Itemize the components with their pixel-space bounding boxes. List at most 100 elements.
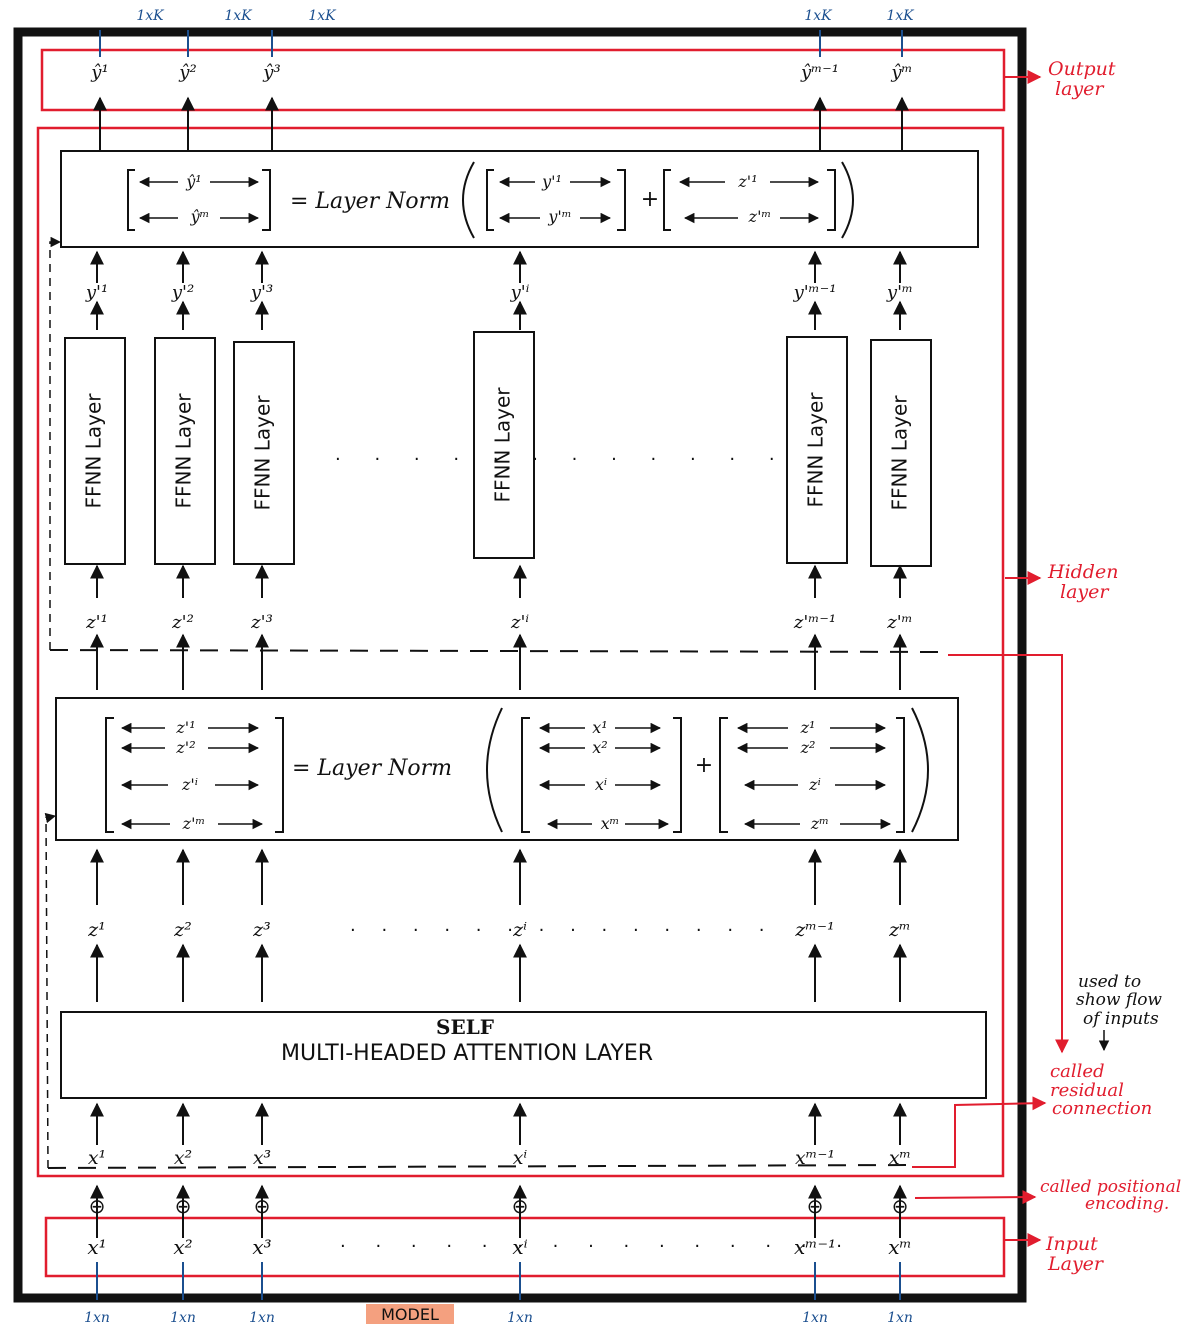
ellipsis-z: · · · · · · · · · · · · · ·: [350, 920, 775, 941]
ellipsis-input: · · · · · · · · · · · · · · ·: [340, 1236, 854, 1257]
y-prime-token: y'³: [250, 282, 273, 303]
output-token: ŷ³: [262, 62, 280, 83]
positional-plus-icon: ⊕: [254, 1194, 271, 1218]
z-prime-token: z'ⁱ: [510, 612, 529, 633]
y-prime-token: y'²: [171, 282, 194, 303]
ffnn-layer-box: [154, 337, 216, 565]
z-token: zᵐ⁻¹: [794, 919, 834, 941]
z-prime-token: z'²: [171, 612, 194, 633]
z-token: z¹: [87, 919, 106, 941]
positional-plus-icon: ⊕: [89, 1194, 106, 1218]
svg-text:z'ᵐ: z'ᵐ: [748, 207, 772, 226]
z-token: z²: [173, 919, 192, 941]
input-dim-label: 1xn: [249, 1310, 275, 1326]
x-token: x²: [174, 1147, 192, 1169]
ffnn-layer-label: FFNN Layer: [491, 387, 515, 503]
positional-plus-icon: ⊕: [892, 1194, 909, 1218]
attention-box: [60, 1011, 987, 1099]
input-token: x³: [252, 1235, 271, 1259]
positional-plus-icon: ⊕: [175, 1194, 192, 1218]
output-dim-label: 1xK: [886, 8, 915, 24]
svg-text:= Layer Norm: = Layer Norm: [290, 189, 450, 214]
input-dim-label: 1xn: [507, 1310, 533, 1326]
input-token: x¹: [87, 1235, 106, 1259]
model-label-bg: [366, 1304, 454, 1324]
z-token: z³: [252, 919, 271, 941]
y-prime-token: y'¹: [85, 282, 108, 303]
residual-top-dashed: [49, 649, 946, 653]
x-token: xᵐ: [889, 1147, 911, 1169]
input-token: xⁱ: [512, 1235, 527, 1259]
ffnn-layer-label: FFNN Layer: [804, 392, 828, 508]
z-prime-token: z'¹: [85, 612, 108, 633]
positional-plus-icon: ⊕: [512, 1194, 529, 1218]
output-token: ŷᵐ⁻¹: [800, 62, 839, 83]
input-token: xᵐ⁻¹: [794, 1235, 836, 1259]
norm-mid-equation: z'¹ z'² z'ⁱ z'ᵐ = Layer Norm x¹ x² xⁱ xᵐ…: [105, 707, 929, 833]
positional-plus-icon: ⊕: [807, 1194, 824, 1218]
y-prime-token: y'ᵐ: [886, 282, 913, 303]
residual-bottom-dashed: [47, 1164, 911, 1169]
x-token: x³: [253, 1147, 271, 1169]
z-prime-token: z'ᵐ⁻¹: [793, 612, 836, 633]
residual-red-connector-2: [912, 1096, 1047, 1168]
z-token: zⁱ: [512, 919, 527, 941]
output-dim-label: 1xK: [804, 8, 833, 24]
y-prime-token: y'ᵐ⁻¹: [793, 282, 837, 303]
svg-text:ŷ¹: ŷ¹: [185, 172, 201, 191]
svg-text:z'¹: z'¹: [175, 718, 195, 737]
layer-norm-mid-box: [55, 697, 959, 841]
svg-text:z'ⁱ: z'ⁱ: [181, 775, 198, 794]
svg-text:zⁱ: zⁱ: [808, 775, 821, 794]
layer-norm-top-box: [60, 150, 979, 248]
input-dim-label: 1xn: [170, 1310, 196, 1326]
ffnn-layer-box: [473, 331, 535, 559]
attention-layer-label: MULTI-HEADED ATTENTION LAYER: [281, 1041, 653, 1066]
x-token: xᵐ⁻¹: [795, 1147, 835, 1169]
ffnn-layer-box: [64, 337, 126, 565]
svg-text:zᵐ: zᵐ: [810, 814, 829, 833]
norm-top-equation: ŷ¹ ŷᵐ = Layer Norm y'¹ y'ᵐ + z'¹ z'ᵐ: [127, 161, 854, 239]
z-token: zᵐ: [888, 919, 911, 941]
ffnn-layer-label: FFNN Layer: [888, 395, 912, 511]
ffnn-layer-box: [233, 341, 295, 565]
input-dim-label: 1xn: [887, 1310, 913, 1326]
input-layer-box: [44, 1216, 1006, 1278]
input-dim-label: 1xn: [84, 1310, 110, 1326]
z-prime-token: z'³: [250, 612, 273, 633]
ffnn-layer-box: [786, 336, 848, 564]
output-token: ŷᵐ: [890, 62, 912, 83]
svg-text:xᵐ: xᵐ: [601, 814, 620, 833]
output-dim-label: 1xK: [224, 8, 253, 24]
output-token: ŷ²: [178, 62, 196, 83]
output-token: ŷ¹: [90, 62, 108, 83]
residual-bottom-vertical: [44, 812, 57, 1169]
hidden-layer-box: [36, 126, 1005, 1178]
svg-text:+: +: [641, 187, 659, 212]
residual-red-connector: [948, 654, 1069, 1054]
svg-text:= Layer Norm: = Layer Norm: [292, 756, 452, 781]
ffnn-layer-label: FFNN Layer: [172, 393, 196, 509]
output-dim-label: 1xK: [308, 8, 337, 24]
model-label: MODEL: [381, 1305, 439, 1324]
svg-text:x²: x²: [592, 738, 607, 757]
x-token: xⁱ: [513, 1147, 528, 1169]
output-layer-box: [40, 48, 1006, 112]
svg-text:z²: z²: [800, 738, 816, 757]
input-dim-label: 1xn: [802, 1310, 828, 1326]
svg-text:xⁱ: xⁱ: [595, 775, 607, 794]
svg-text:z'²: z'²: [175, 738, 195, 757]
z-prime-token: z'ᵐ: [886, 612, 912, 633]
svg-text:+: +: [695, 753, 713, 778]
ellipsis-ffnn: · · · · · · · · · · · ·: [335, 449, 789, 470]
svg-text:z'¹: z'¹: [737, 172, 757, 191]
ffnn-layer-label: FFNN Layer: [82, 393, 106, 509]
ffnn-layer-label: FFNN Layer: [251, 395, 275, 511]
x-token: x¹: [88, 1147, 106, 1169]
svg-text:y'ᵐ: y'ᵐ: [547, 207, 571, 226]
input-token: xᵐ: [888, 1235, 912, 1259]
